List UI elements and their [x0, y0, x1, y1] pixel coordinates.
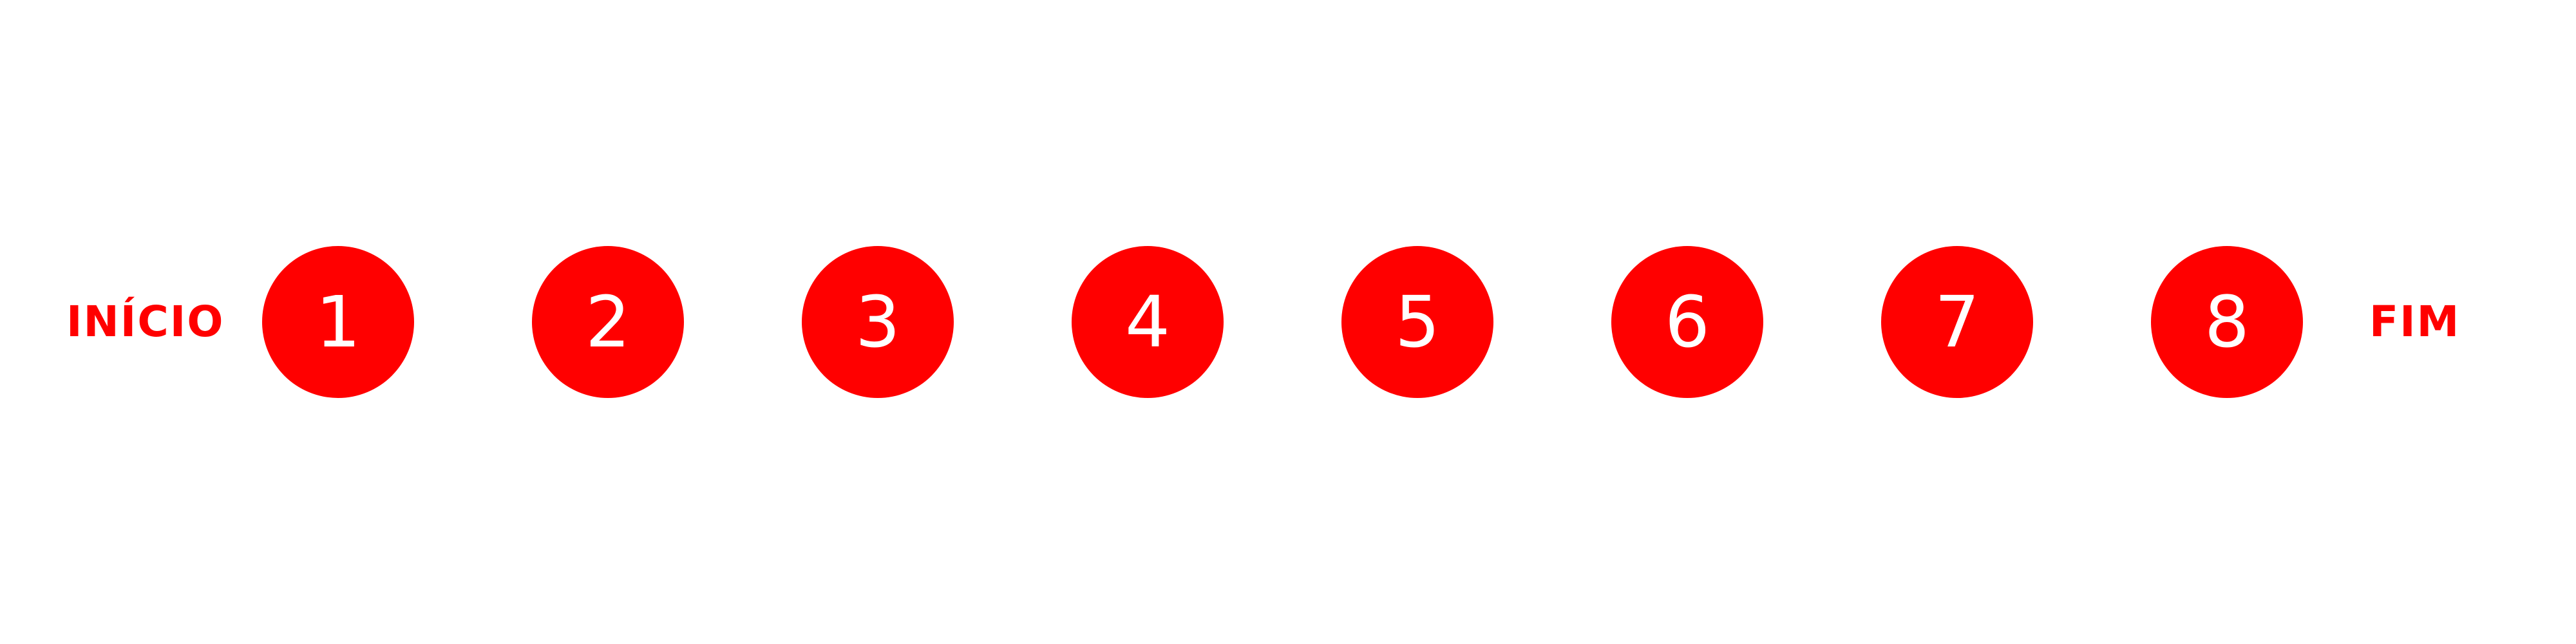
step-circle-8: 8 [2151, 246, 2303, 398]
end-label: FIM [2369, 297, 2461, 346]
start-label: INÍCIO [66, 297, 225, 346]
step-circle-2: 2 [532, 246, 684, 398]
step-number: 6 [1665, 281, 1710, 363]
step-circle-5: 5 [1341, 246, 1493, 398]
step-circle-4: 4 [1072, 246, 1224, 398]
step-number: 4 [1125, 281, 1170, 363]
step-number: 2 [585, 281, 630, 363]
step-circle-7: 7 [1881, 246, 2033, 398]
step-number: 1 [316, 281, 361, 363]
step-circle-1: 1 [262, 246, 414, 398]
step-circle-3: 3 [802, 246, 954, 398]
step-number: 7 [1935, 281, 1980, 363]
step-number: 3 [855, 281, 900, 363]
step-circle-6: 6 [1611, 246, 1763, 398]
step-number: 5 [1395, 281, 1440, 363]
step-number: 8 [2204, 281, 2249, 363]
